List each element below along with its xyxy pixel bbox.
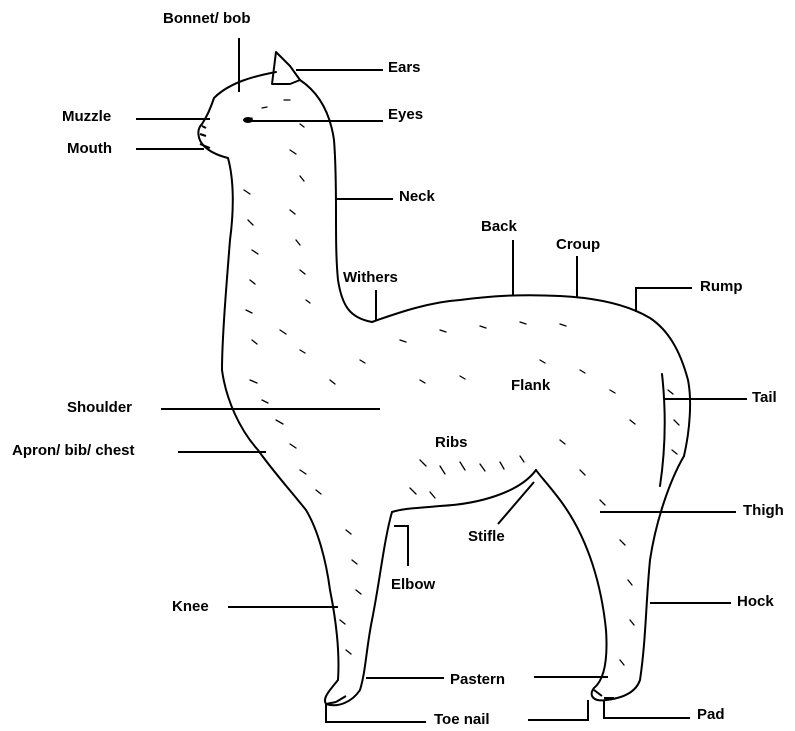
back-outline [372, 295, 690, 456]
label-mouth: Mouth [67, 140, 112, 158]
label-rump: Rump [700, 278, 743, 296]
leader-toe-nail-right [528, 700, 588, 720]
label-toe-nail: Toe nail [434, 711, 490, 729]
label-thigh: Thigh [743, 502, 784, 520]
label-hock: Hock [737, 593, 774, 611]
tail-outline [660, 374, 665, 486]
label-apron: Apron/ bib/ chest [12, 442, 135, 460]
label-shoulder: Shoulder [67, 399, 132, 417]
label-flank: Flank [511, 377, 550, 395]
front-leg-outline [222, 370, 392, 705]
label-knee: Knee [172, 598, 209, 616]
leader-toe-nail-left [326, 704, 426, 722]
hind-toe-mark [594, 690, 614, 698]
label-pad: Pad [697, 706, 725, 724]
fleece-texture [244, 100, 679, 665]
ear-shape [272, 52, 300, 84]
leader-elbow [394, 526, 408, 566]
leader-rump [636, 288, 692, 312]
leader-stifle [498, 482, 534, 524]
label-withers: Withers [343, 269, 398, 287]
leader-pad [604, 700, 690, 718]
head-outline [198, 72, 276, 370]
label-eyes: Eyes [388, 106, 423, 124]
label-muzzle: Muzzle [62, 108, 111, 126]
label-ribs: Ribs [435, 434, 468, 452]
label-elbow: Elbow [391, 576, 435, 594]
label-back: Back [481, 218, 517, 236]
label-ears: Ears [388, 59, 421, 77]
nose-mark [200, 126, 206, 136]
label-pastern: Pastern [450, 671, 505, 689]
leader-lines [136, 38, 747, 722]
label-tail: Tail [752, 389, 777, 407]
label-stifle: Stifle [468, 528, 505, 546]
label-croup: Croup [556, 236, 600, 254]
hind-leg-outline [536, 456, 684, 700]
label-neck: Neck [399, 188, 435, 206]
label-bonnet: Bonnet/ bob [163, 10, 250, 28]
